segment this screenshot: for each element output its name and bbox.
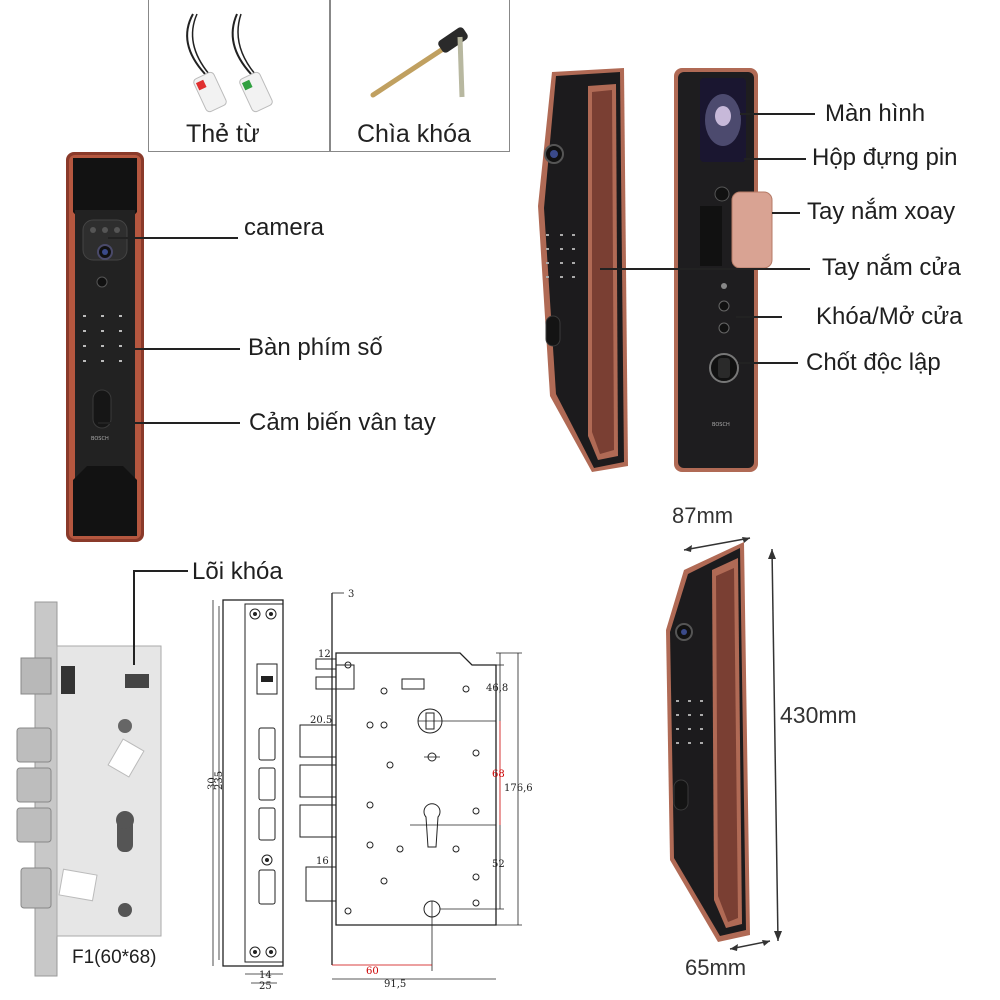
camera-label: camera [244,214,325,241]
dim-12: 12 [318,649,331,660]
dim-91-5: 91,5 [384,979,406,990]
dim-46-8: 46,8 [486,683,508,694]
dim-68: 68 [492,769,505,780]
keypad-label: Bàn phím số [248,334,383,361]
rotary-knob-label: Tay nắm xoay [807,198,956,225]
back-brand: BOSCH [712,422,730,428]
lock-unlock-label: Khóa/Mở cửa [816,303,963,330]
dim-176-6: 176,6 [504,783,533,794]
width-bottom-arrow [729,940,771,951]
fingerprint-label: Cảm biến vân tay [249,409,436,435]
dim-30: 30 [207,777,218,790]
faceplate-drawing: 30 235 14 25 [207,599,284,992]
battery-leader [744,158,806,160]
dim-16: 16 [316,856,329,867]
dim-25: 25 [259,981,272,992]
latch-leader [738,362,798,364]
dimension-lock-image [666,542,750,942]
lockcase-drawing: 3 12 20.5 16 46,8 68 176,6 52 60 91,5 [299,589,533,990]
key-label: Chìa khóa [357,120,471,148]
height-label: 430mm [780,702,857,728]
width-top-arrow [683,537,751,552]
width-top-label: 87mm [672,503,734,528]
height-arrow [768,548,782,942]
latch-label: Chốt độc lập [806,349,941,376]
rfid-card-icon [186,13,273,113]
accessories-divider [329,0,331,152]
model-label: F1(60*68) [72,947,157,968]
dim-3: 3 [348,589,354,600]
core-label: Lõi khóa [192,558,283,585]
keypad-leader [98,348,240,350]
handle-label: Tay nắm cửa [822,254,961,281]
screen-leader [740,113,815,115]
handle-leader [600,268,810,270]
back-lock-image: BOSCH [674,68,773,472]
front-lock-image: BOSCH [66,152,144,542]
fingerprint-leader [98,422,240,424]
dim-235: 235 [214,771,225,790]
core-leader-vertical [133,570,135,665]
front-lock-angled-image [538,68,628,472]
rotary-knob-leader [772,212,800,214]
width-bottom-label: 65mm [685,955,747,980]
battery-label: Hộp đựng pin [812,144,958,171]
dim-20-5: 20.5 [310,715,332,726]
dim-52: 52 [492,859,505,870]
card-label: Thẻ từ [186,120,260,148]
key-icon [370,27,468,98]
front-brand: BOSCH [91,436,109,442]
screen-label: Màn hình [825,100,926,127]
core-leader-horizontal [133,570,188,572]
dim-60: 60 [366,966,379,977]
lock-unlock-leader [736,316,782,318]
camera-leader [108,237,238,239]
mortise-lock-image [16,601,162,977]
dim-14: 14 [259,970,272,981]
